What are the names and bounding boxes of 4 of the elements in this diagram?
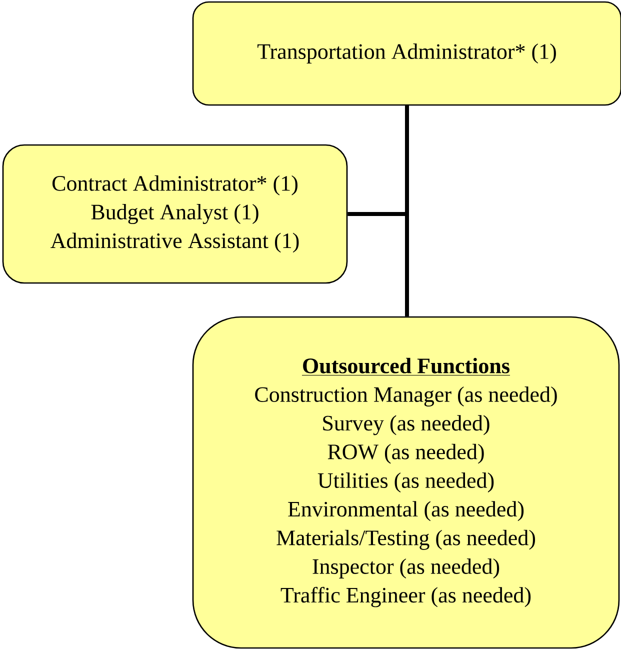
org-box: Transportation Administrator* (1) (192, 1, 621, 106)
org-box: Outsourced Functions Construction Manager (as needed) Survey (as needed) ROW (as needed) Utilities (as needed) Environmental (as needed) Materials/Testing (as needed) Inspector (as needed) Traffic Engineer (as needed) (192, 316, 620, 649)
connector-line (405, 106, 409, 316)
org-box: Contract Administrator* (1) Budget Analyst (1) Administrative Assistant (1) (2, 144, 348, 284)
